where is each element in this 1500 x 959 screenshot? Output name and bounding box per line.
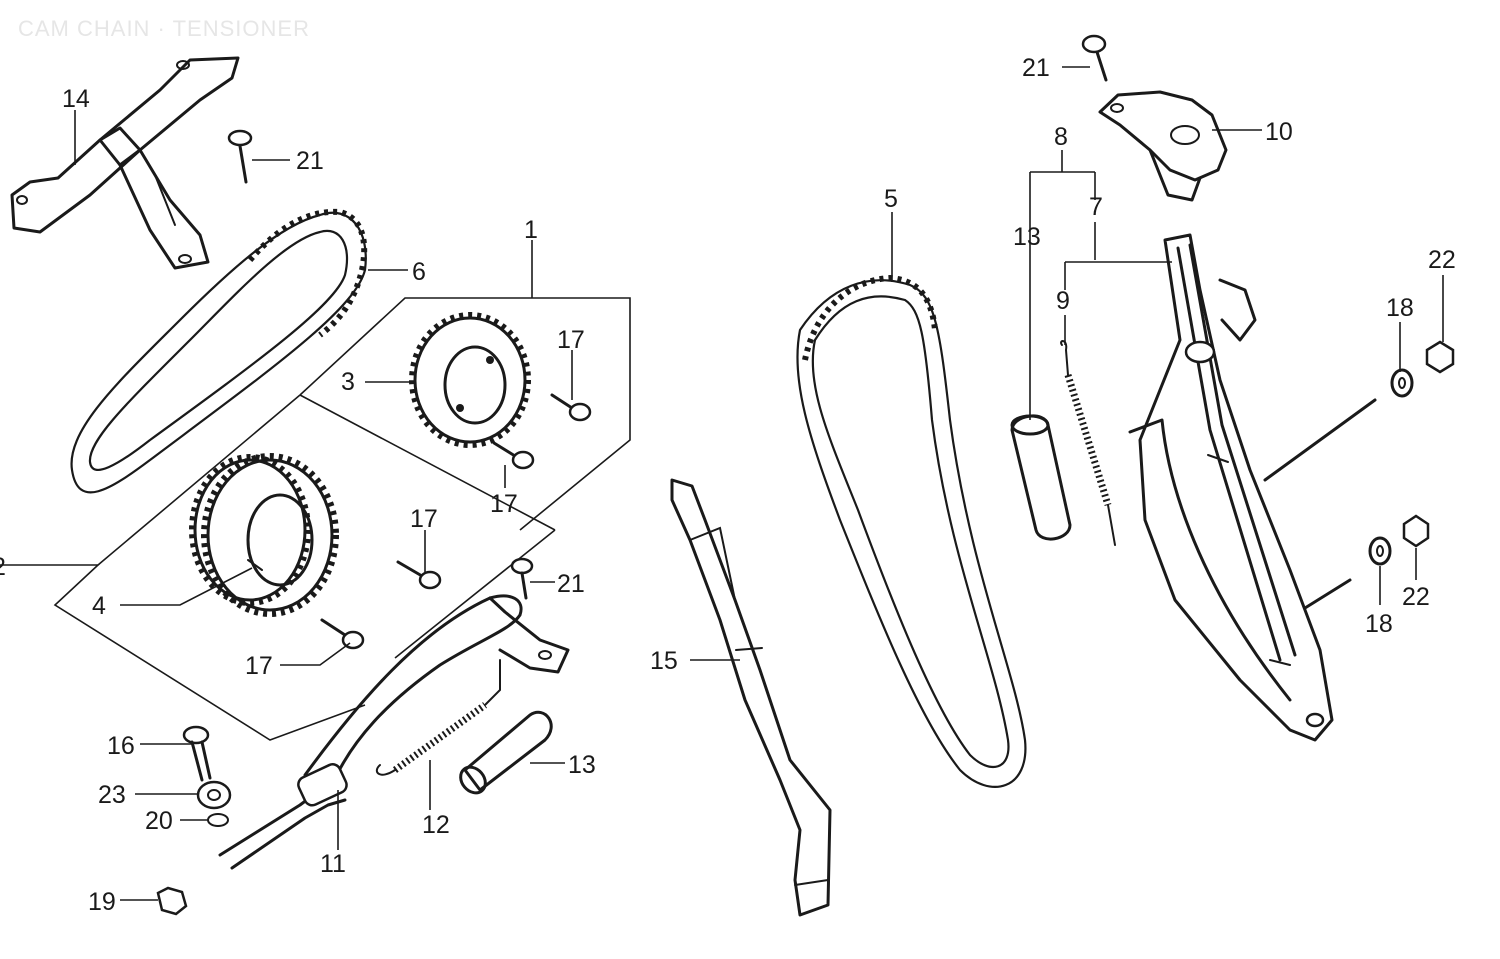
callout-22-upper: 22	[1428, 246, 1456, 274]
bolt-21-top-left	[227, 129, 253, 184]
washer-18-lower	[1368, 536, 1392, 566]
callout-18-upper: 18	[1386, 294, 1414, 322]
callout-17-c: 17	[410, 505, 438, 533]
callout-8: 8	[1054, 123, 1068, 151]
chain-guide-fixed	[670, 478, 832, 917]
callout-5: 5	[884, 185, 898, 213]
drive-sprocket-double	[189, 453, 339, 617]
callout-1: 1	[524, 216, 538, 244]
callout-14: 14	[62, 85, 90, 113]
callout-19: 19	[88, 888, 116, 916]
callout-18-lower: 18	[1365, 610, 1393, 638]
bolt-17-a	[550, 393, 592, 422]
callout-13-left: 13	[568, 751, 596, 779]
callout-17-b: 17	[490, 490, 518, 518]
callout-16: 16	[107, 732, 135, 760]
callout-11: 11	[320, 850, 346, 878]
callout-15: 15	[650, 647, 678, 675]
tensioner-bracket	[1098, 90, 1228, 202]
callout-3: 3	[341, 368, 355, 396]
pivot-pin-upper	[1263, 398, 1377, 482]
bolt-17-b	[492, 441, 535, 470]
callout-12: 12	[422, 811, 450, 839]
cam-sprocket-small	[409, 312, 531, 448]
callout-7: 7	[1089, 193, 1103, 221]
callout-17-d: 17	[245, 652, 273, 680]
tensioner-spring-left	[375, 659, 501, 776]
tensioner-arm	[218, 594, 570, 870]
nut-22-upper	[1425, 340, 1455, 374]
callout-21-middle: 21	[557, 570, 585, 598]
bolt-21-top-right	[1081, 34, 1108, 82]
leader-lines	[74, 66, 1444, 901]
callout-10: 10	[1265, 118, 1293, 146]
pivot-pin-lower	[1303, 578, 1352, 610]
cam-chain-left	[70, 208, 368, 494]
bolt-21-middle	[510, 557, 534, 600]
nut-23	[196, 780, 232, 810]
washer-20	[207, 813, 229, 827]
callout-13-right: 13	[1013, 223, 1041, 251]
chain-guide-bracket	[10, 56, 240, 270]
diagram-title: CAM CHAIN · TENSIONER	[18, 16, 310, 41]
callout-2: 2	[0, 553, 6, 581]
callout-4: 4	[92, 592, 106, 620]
callout-labels: 1 2 3 4 5 6 7 8 9 10 11 12 13 13 14 15 1…	[0, 54, 1456, 916]
callout-23: 23	[98, 781, 126, 809]
roller-sleeve-right	[1010, 414, 1072, 541]
cam-chain-right	[796, 274, 1027, 788]
roller-sleeve-left	[459, 710, 553, 795]
pivot-bolt	[182, 725, 212, 782]
callout-21-top-left: 21	[296, 147, 324, 175]
tensioner-spring-right	[1060, 340, 1116, 546]
sprocket-group-box-lower	[0, 394, 556, 741]
cap-19	[156, 886, 188, 916]
bolt-17-d	[320, 618, 365, 650]
bolt-17-c	[396, 560, 442, 590]
callout-6: 6	[412, 258, 426, 286]
callout-21-top-right: 21	[1022, 54, 1050, 82]
nut-22-lower	[1402, 514, 1430, 548]
washer-18-upper	[1390, 368, 1414, 398]
callout-17-a: 17	[557, 326, 585, 354]
callout-9: 9	[1056, 287, 1070, 315]
callout-20: 20	[145, 807, 173, 835]
callout-22-lower: 22	[1402, 583, 1430, 611]
tensioner-slipper-arm	[1128, 233, 1334, 742]
sprocket-group-box-upper	[299, 297, 631, 531]
